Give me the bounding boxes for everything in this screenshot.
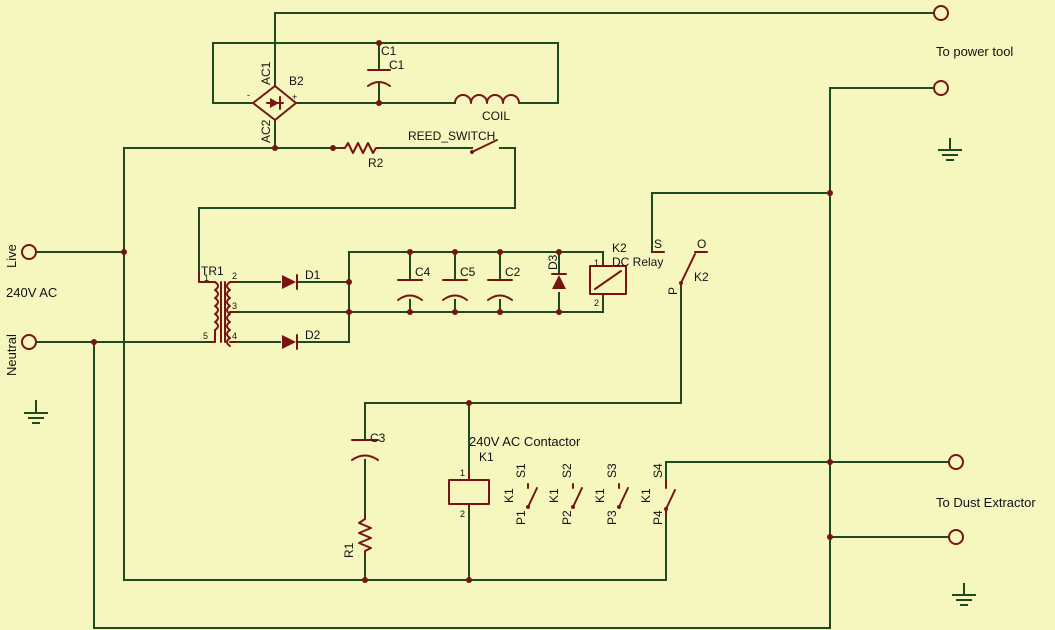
label-s3: S3 [605, 463, 619, 478]
label-to-dust-extractor: To Dust Extractor [936, 495, 1036, 510]
output-terminal-dust-extractor-1[interactable] [948, 454, 964, 470]
pin-k1-1: 1 [460, 468, 465, 478]
relay-contact-k2 [651, 251, 708, 285]
label-r1: R1 [342, 542, 356, 558]
label-supply-voltage: 240V AC [6, 285, 57, 300]
bridge-rectifier-b2 [252, 85, 297, 121]
resistor-r2 [339, 142, 381, 154]
label-d2: D2 [305, 328, 321, 342]
label-to-power-tool: To power tool [936, 44, 1013, 59]
reed-switch [470, 139, 498, 154]
label-c5: C5 [460, 265, 476, 279]
pin-b2-minus: - [247, 90, 250, 100]
label-dc-relay: DC Relay [612, 255, 663, 269]
wires [35, 12, 949, 629]
label-d3: D3 [546, 254, 560, 270]
capacitor-c4 [397, 279, 423, 301]
diode-d1 [282, 274, 298, 290]
contactor-coil-k1 [448, 469, 490, 509]
capacitor-c2 [487, 279, 513, 301]
ground-symbol-power-tool [938, 138, 962, 161]
junction-dots [91, 40, 833, 583]
label-k2-contact: K2 [694, 270, 709, 284]
input-terminal-live[interactable] [21, 244, 37, 260]
capacitor-c3 [351, 439, 379, 461]
label-c1-top: C1 [381, 44, 397, 58]
label-ac2: AC2 [259, 119, 273, 143]
resistor-r1 [358, 514, 372, 556]
label-coil: COIL [482, 109, 510, 123]
diode-d3 [551, 273, 567, 292]
pin-k2-p: P [666, 287, 680, 295]
input-terminal-neutral[interactable] [21, 334, 37, 350]
pin-k2-2: 2 [594, 298, 599, 308]
label-reed-switch: REED_SWITCH [408, 129, 495, 143]
label-k1-switch-1: K1 [502, 488, 516, 503]
pin-b2-plus: + [292, 92, 297, 102]
label-c2: C2 [505, 265, 521, 279]
transformer-tr1 [198, 271, 237, 347]
label-live: Live [4, 244, 19, 268]
label-k2-coil: K2 [612, 241, 627, 255]
label-tr1: TR1 [201, 264, 224, 278]
label-p2: P2 [560, 510, 574, 525]
label-k1: K1 [479, 450, 494, 464]
output-terminal-power-tool-2[interactable] [933, 80, 949, 96]
label-ac1: AC1 [259, 61, 273, 85]
label-neutral: Neutral [4, 334, 19, 376]
pin-k1-2: 2 [460, 509, 465, 519]
label-c3: C3 [370, 431, 386, 445]
label-c1: C1 [389, 58, 405, 72]
capacitor-c5 [442, 279, 468, 301]
pin-tr1-2: 2 [232, 271, 237, 281]
output-terminal-power-tool-1[interactable] [933, 5, 949, 21]
pin-k2-1: 1 [594, 258, 599, 268]
pin-k2-s: S [654, 237, 662, 251]
label-b2: B2 [289, 74, 304, 88]
diode-d2 [282, 334, 298, 350]
label-c4: C4 [415, 265, 431, 279]
pin-tr1-4: 4 [232, 331, 237, 341]
ground-symbol-supply [24, 400, 48, 424]
pin-tr1-1: 1 [204, 273, 209, 283]
label-s2: S2 [560, 463, 574, 478]
label-s4: S4 [651, 463, 665, 478]
label-p3: P3 [605, 510, 619, 525]
label-s1: S1 [514, 463, 528, 478]
label-k1-switch-2: K1 [547, 488, 561, 503]
label-k1-switch-4: K1 [639, 488, 653, 503]
label-p1: P1 [514, 510, 528, 525]
pin-tr1-5: 5 [203, 331, 208, 341]
contactor-switches-k1 [526, 479, 676, 517]
output-terminal-dust-extractor-2[interactable] [948, 529, 964, 545]
pin-k2-o: O [697, 237, 706, 251]
label-contactor-title: 240V AC Contactor [469, 434, 581, 449]
label-k1-switch-3: K1 [593, 488, 607, 503]
label-p4: P4 [651, 510, 665, 525]
label-d1: D1 [305, 268, 321, 282]
labels: To power tool To Dust Extractor 240V AC … [4, 44, 1036, 558]
relay-coil-k2 [589, 261, 627, 298]
label-r2: R2 [368, 156, 384, 170]
ground-symbol-dust-extractor [952, 583, 976, 606]
pin-tr1-3: 3 [232, 301, 237, 311]
coil-inductor [454, 94, 520, 104]
capacitor-c1 [367, 69, 391, 87]
